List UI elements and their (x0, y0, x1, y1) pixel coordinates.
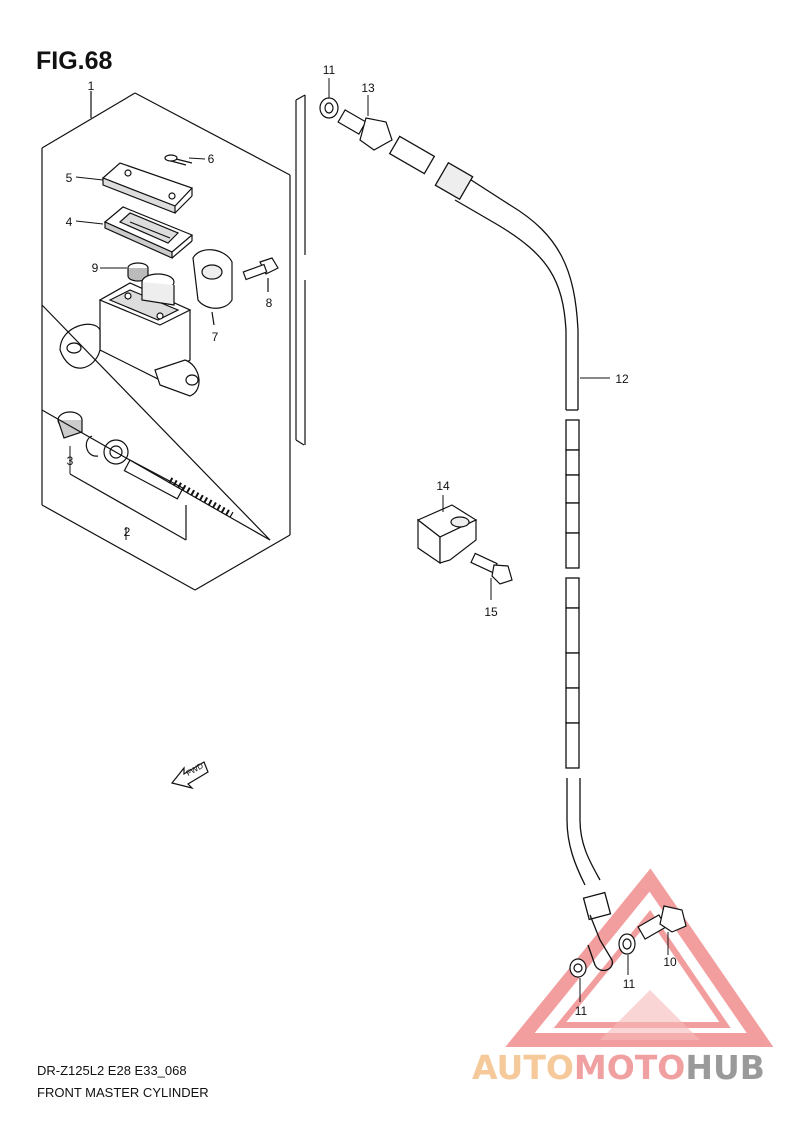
callout-11-left: 11 (574, 1004, 588, 1018)
callout-3: 3 (66, 454, 74, 468)
fwd-arrow-icon (170, 761, 209, 790)
master-cylinder-body (59, 273, 200, 397)
hose-clamp-part-14 (416, 504, 478, 565)
washer-part-11-bottom-right (618, 933, 636, 955)
model-code: DR-Z125L2 E28 E33_068 (37, 1063, 187, 1078)
callout-15: 15 (484, 605, 498, 619)
watermark-triangle-logo (505, 868, 774, 1047)
washer-part-11-top (319, 97, 339, 119)
callout-9: 9 (91, 261, 99, 275)
screw-part-6 (164, 154, 193, 166)
callout-12: 12 (615, 372, 629, 386)
callout-11-right: 11 (622, 977, 636, 991)
reservoir-cap-part-5 (101, 162, 194, 214)
bolt-part-8 (242, 257, 279, 292)
callout-13: 13 (361, 81, 375, 95)
callout-2: 2 (123, 525, 131, 539)
callout-11-top: 11 (322, 63, 336, 77)
clamp-part-7 (192, 249, 233, 326)
union-bolt-part-13 (337, 109, 393, 151)
washer-part-11-bottom-left (569, 958, 587, 978)
watermark-logo-text: AUTOMOTOHUB (472, 1048, 765, 1087)
watermark-hub: HUB (685, 1048, 765, 1087)
figure-title: FIG.68 (36, 47, 113, 75)
callout-1: 1 (87, 79, 95, 93)
assembly-outline (41, 91, 306, 591)
callout-10: 10 (663, 955, 677, 969)
callout-4: 4 (65, 215, 73, 229)
watermark-auto: AUTO (472, 1048, 574, 1087)
union-bolt-part-10 (637, 905, 687, 940)
brake-hose-part-12 (388, 135, 613, 972)
leader-lines (69, 157, 206, 540)
callout-6: 6 (207, 152, 215, 166)
piston-kit-part-2 (41, 304, 271, 541)
callout-8: 8 (265, 296, 273, 310)
callout-7: 7 (211, 330, 219, 344)
diaphragm-plate-part-4 (103, 206, 194, 259)
watermark-moto: MOTO (573, 1048, 686, 1087)
callout-5: 5 (65, 171, 73, 185)
seal-part-9 (127, 262, 149, 282)
leader-lines-outer (328, 78, 669, 1002)
diagram-name: FRONT MASTER CYLINDER (37, 1085, 209, 1100)
bolt-part-15 (470, 552, 513, 585)
callout-14: 14 (436, 479, 450, 493)
